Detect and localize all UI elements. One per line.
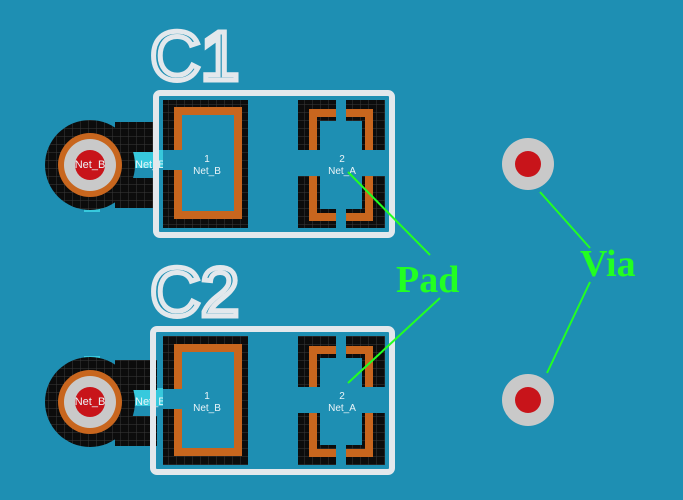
- through-hole-pad-c2[interactable]: Net_B Net_B: [45, 356, 166, 447]
- pad-number: 2: [339, 154, 345, 165]
- component-c1[interactable]: C1 Net_B Net_B 1 Net_B: [45, 15, 395, 238]
- via-top[interactable]: [502, 138, 554, 190]
- pad-number: 2: [339, 391, 345, 402]
- callout-leader-line: [347, 171, 431, 256]
- pad-callout: Pad: [347, 171, 459, 384]
- pad-net-label: Net_B: [193, 166, 221, 177]
- designator-c1: C1: [150, 17, 239, 95]
- pad-net-label: Net_A: [328, 166, 356, 177]
- silkscreen-outline-c2: [150, 326, 395, 475]
- via-net-label-c2: Net_B: [75, 396, 106, 408]
- pad-1-c1[interactable]: 1 Net_B: [163, 100, 248, 228]
- pad-1-c2[interactable]: 1 Net_B: [163, 336, 248, 465]
- pad-net-label: Net_A: [328, 403, 356, 414]
- pad-2-c2[interactable]: 2 Net_A: [298, 336, 385, 465]
- trace-net-label-c1: Net_B: [135, 159, 166, 171]
- callout-leader-line: [347, 297, 441, 384]
- pad-number: 1: [204, 154, 210, 165]
- pad-number: 1: [204, 391, 210, 402]
- pad-2-c1[interactable]: 2 Net_A: [298, 100, 385, 228]
- callout-leader-line: [539, 191, 591, 249]
- designator-c2: C2: [150, 253, 239, 331]
- pad-callout-label: Pad: [396, 259, 459, 301]
- via-net-label-c1: Net_B: [75, 159, 106, 171]
- through-hole-pad-c1[interactable]: Net_B Net_B: [45, 120, 166, 212]
- callout-leader-line: [546, 281, 591, 374]
- via-callout: Via: [539, 191, 636, 374]
- via-bottom[interactable]: [502, 374, 554, 426]
- component-c2[interactable]: C2 Net_B Net_B 1 Net_B 2: [45, 251, 395, 475]
- pad-net-label: Net_B: [193, 403, 221, 414]
- via-callout-label: Via: [580, 243, 636, 285]
- silkscreen-outline-c1: [153, 90, 395, 238]
